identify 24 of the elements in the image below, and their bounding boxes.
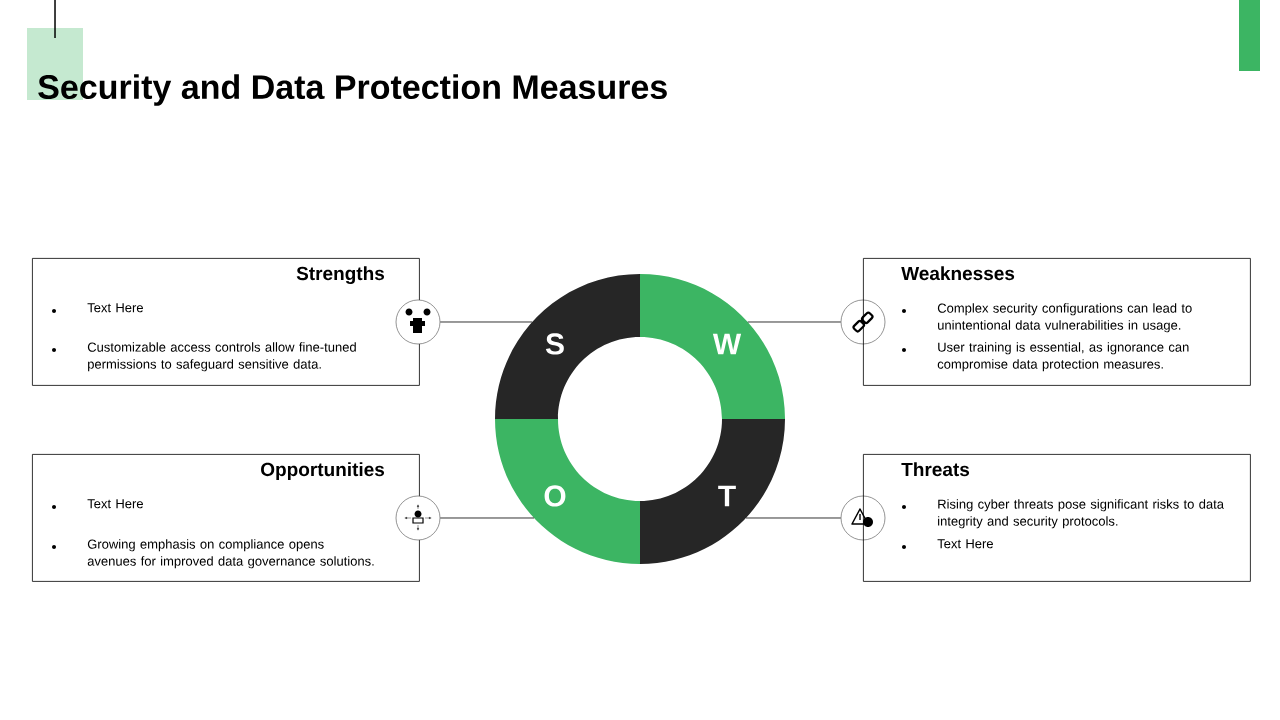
bullet-text: Text Here	[87, 499, 143, 509]
box-heading: Threats	[901, 462, 970, 477]
bullet-text: Text Here	[937, 539, 993, 549]
connector-line	[745, 517, 842, 519]
ring-segment: O	[495, 419, 640, 564]
bullet-text: Customizable access controls allow fine-tuned permissions to safeguard sensitive data.	[87, 342, 356, 372]
icon-circle	[840, 495, 886, 541]
box-heading: Strengths	[296, 266, 385, 284]
box-heading: Weaknesses	[901, 266, 1015, 281]
ring-segment: T	[640, 419, 785, 564]
connector-line	[747, 321, 842, 323]
ring-segment: W	[640, 274, 785, 419]
bullet-text: Rising cyber threats pose significant risks to data integrity and security protocols.	[938, 499, 1224, 529]
bullet-text: Text Here	[87, 303, 143, 313]
bullet-text: Complex security configurations can lead to unintentional data vulnerabilities in usage.	[937, 303, 1192, 333]
bullet-text: Growing emphasis on compliance opens avenues for improved data governance solutions.	[87, 539, 374, 569]
ring-segment: S	[495, 274, 640, 419]
icon-circle	[840, 299, 886, 345]
icon-circle	[395, 495, 441, 541]
connector-line	[439, 321, 533, 323]
connector-line	[439, 517, 535, 519]
title: Security and Data Protection Measures	[38, 74, 667, 106]
bullet-text: User training is essential, as ignorance can compromise data protection measures.	[937, 342, 1189, 372]
box-heading: Opportunities	[261, 462, 385, 480]
